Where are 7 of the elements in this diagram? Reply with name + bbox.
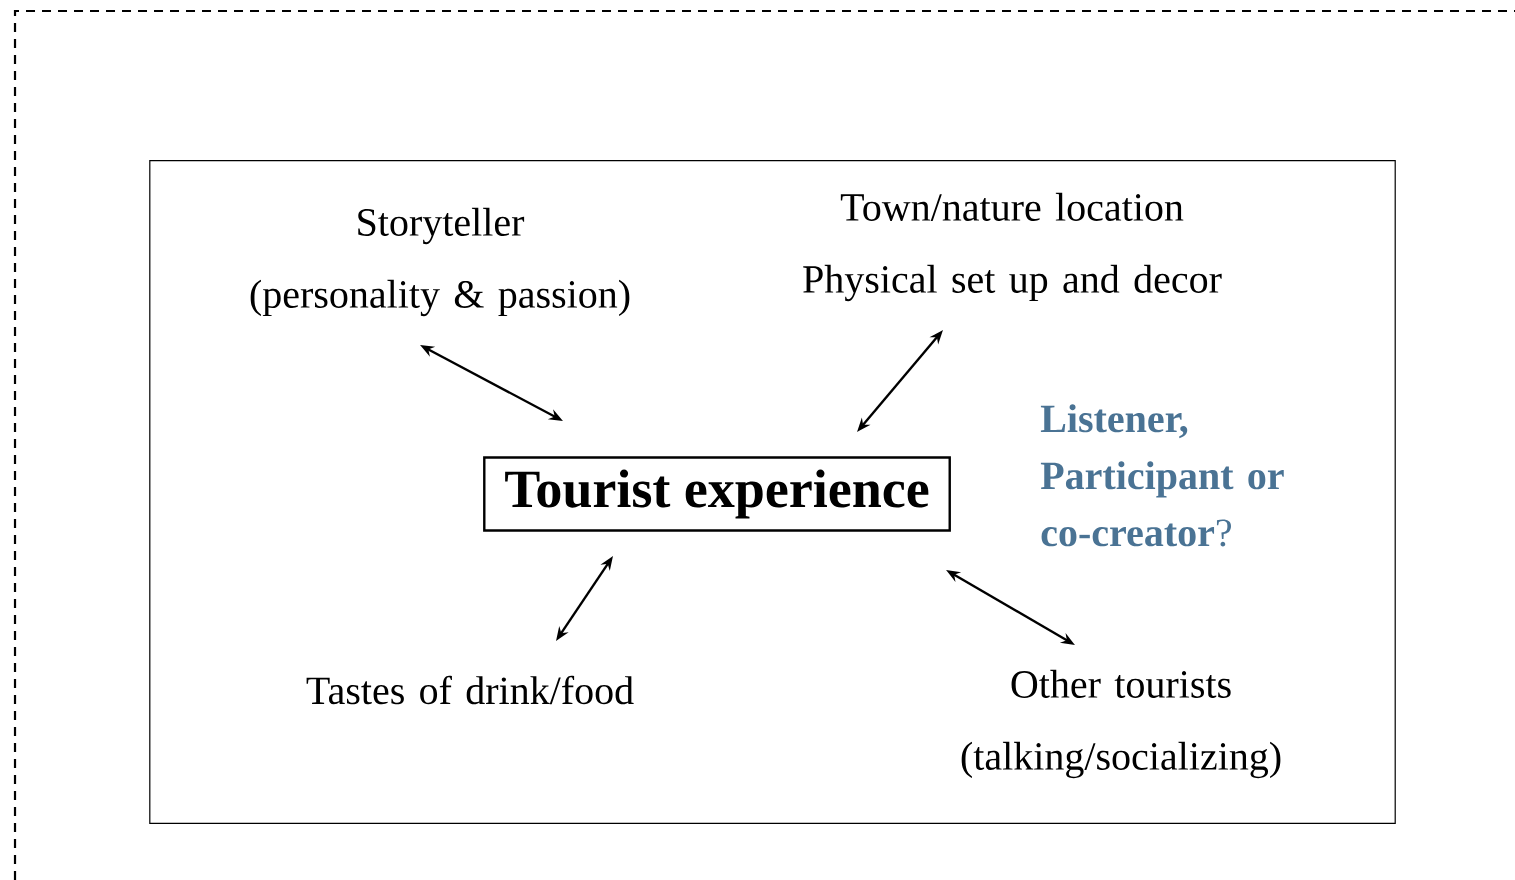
node-text: Other tourists (talking/socializing) (961, 669, 1281, 779)
node-text: Tastes of drink/food (306, 675, 634, 705)
node-text: Storyteller (personality & passion) (250, 207, 630, 317)
process-box: Tourist experience (483, 456, 951, 532)
question-text: Listener, Participant or co-creator? (1040, 404, 1284, 547)
node-text: Town/nature location Physical set up and decor (803, 192, 1222, 302)
frame-box (149, 160, 1396, 824)
